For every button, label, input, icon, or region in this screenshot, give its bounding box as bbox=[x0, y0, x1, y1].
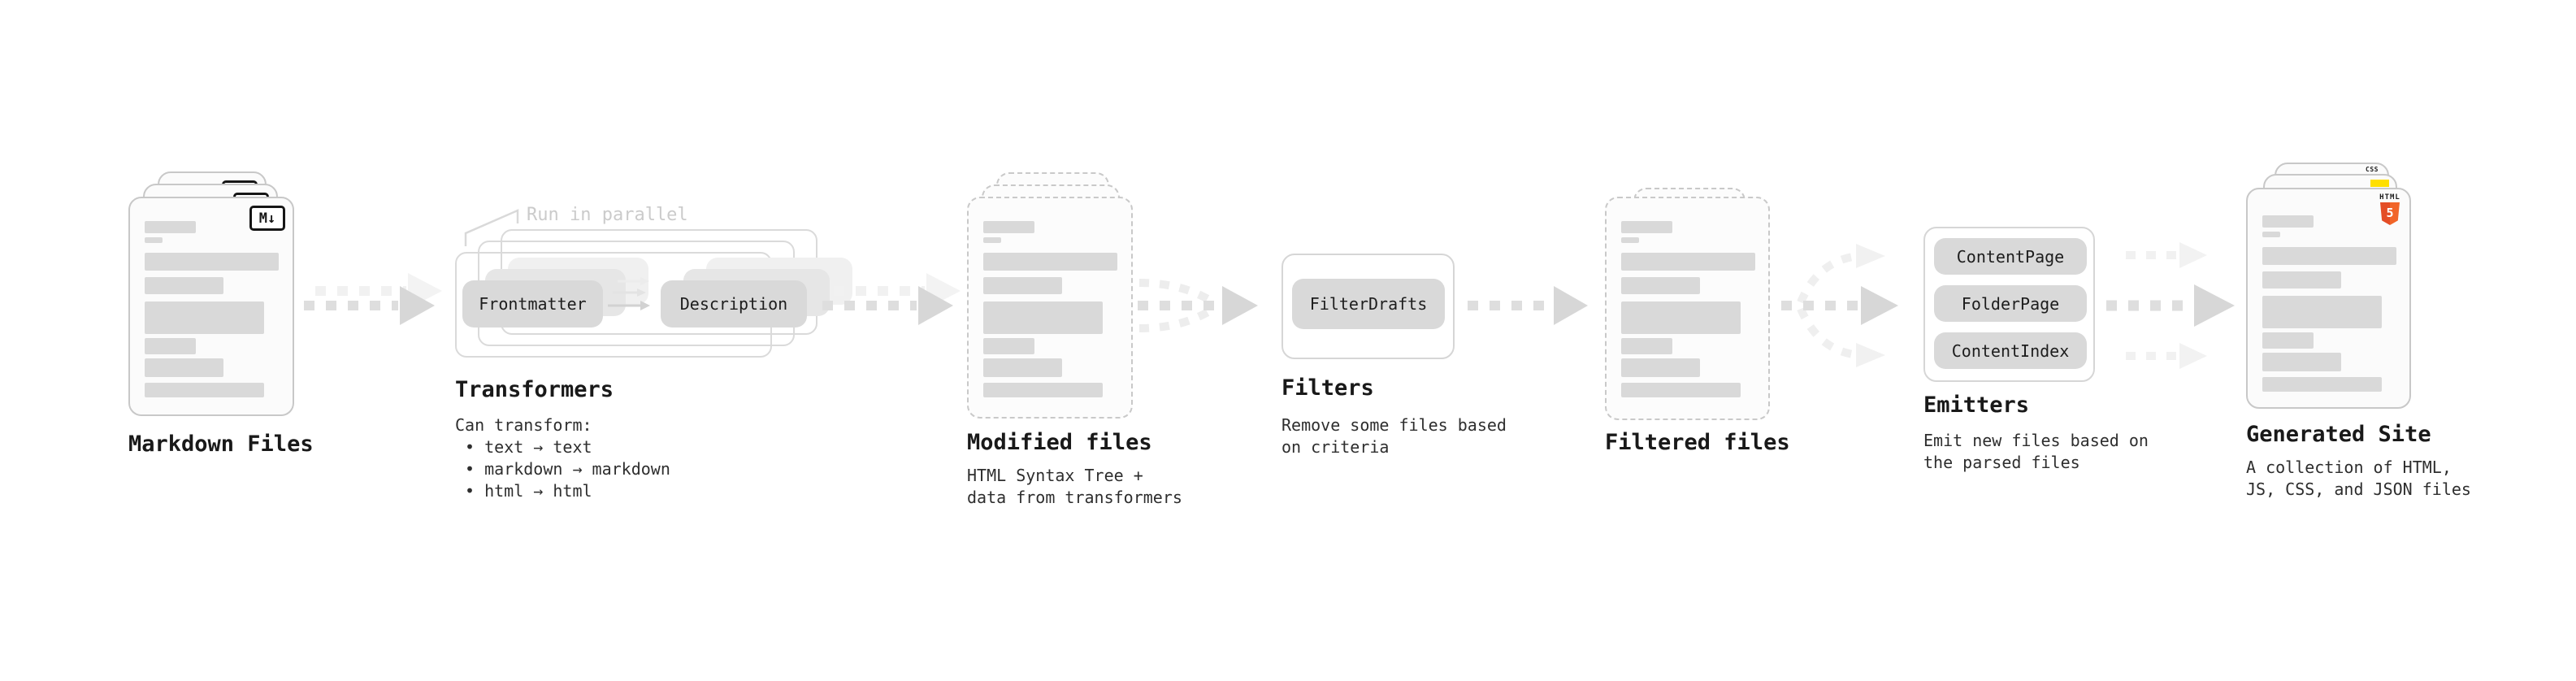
placeholder-bar bbox=[1621, 253, 1755, 271]
frontmatter-pill-label: Frontmatter bbox=[479, 294, 587, 314]
desc-line: data from transformers bbox=[967, 488, 1182, 507]
placeholder-bar bbox=[983, 301, 1103, 334]
placeholder-bar bbox=[145, 338, 196, 354]
markdown-icon-label: M↓ bbox=[258, 210, 276, 227]
placeholder-bar bbox=[1621, 338, 1672, 354]
emitters-description: Emit new files based on the parsed files bbox=[1923, 430, 2149, 474]
dashed-arrow-parallel-icon bbox=[2106, 242, 2235, 369]
stage-title-markdown-files: Markdown Files bbox=[128, 432, 314, 457]
filtered-file-card-front bbox=[1605, 197, 1770, 420]
placeholder-bar bbox=[2262, 271, 2341, 288]
content-index-pill-label: ContentIndex bbox=[1951, 340, 2070, 361]
placeholder-bar bbox=[1621, 358, 1700, 377]
dashed-arrow-double-icon bbox=[822, 273, 961, 325]
html5-icon-label: HTML bbox=[2379, 193, 2400, 202]
content-index-pill: ContentIndex bbox=[1934, 332, 2087, 369]
description-pill: Description bbox=[661, 280, 807, 327]
stage-title-generated-site: Generated Site bbox=[2246, 422, 2431, 447]
placeholder-bar bbox=[983, 253, 1117, 271]
placeholder-bar bbox=[983, 358, 1062, 377]
stage-title-modified-files: Modified files bbox=[967, 430, 1152, 455]
placeholder-bar bbox=[2262, 215, 2314, 228]
pill-flow-arrows-icon bbox=[608, 277, 650, 310]
placeholder-bar bbox=[145, 237, 163, 243]
placeholder-bar bbox=[145, 221, 196, 233]
dashed-arrow-double-icon bbox=[304, 273, 442, 325]
text-placeholder-bars bbox=[1621, 221, 1755, 397]
markdown-icon: M↓ bbox=[249, 206, 285, 231]
dashed-arrow-converge-icon bbox=[1138, 279, 1258, 332]
placeholder-bar bbox=[1621, 301, 1741, 334]
placeholder-bar bbox=[2262, 232, 2280, 237]
placeholder-bar bbox=[2262, 247, 2396, 265]
dashed-arrow-icon bbox=[1468, 286, 1588, 325]
css-icon-label: CSS bbox=[2366, 166, 2379, 173]
html5-shield-icon: 5 bbox=[2380, 202, 2400, 225]
desc-line: HTML Syntax Tree + bbox=[967, 466, 1143, 485]
text-placeholder-bars bbox=[2262, 215, 2396, 392]
dashed-arrow-diverge-icon bbox=[1781, 244, 1898, 367]
placeholder-bar bbox=[2262, 353, 2341, 371]
desc-line: • text → text bbox=[465, 437, 592, 457]
desc-line: the parsed files bbox=[1923, 453, 2080, 472]
placeholder-bar bbox=[2262, 332, 2314, 349]
placeholder-bar bbox=[1621, 383, 1741, 397]
folder-page-pill-label: FolderPage bbox=[1961, 293, 2060, 314]
stage-title-emitters: Emitters bbox=[1923, 393, 2030, 418]
text-placeholder-bars bbox=[983, 221, 1117, 397]
desc-line: Can transform: bbox=[455, 415, 592, 435]
filter-drafts-pill-label: FilterDrafts bbox=[1309, 294, 1428, 314]
desc-line: Remove some files based bbox=[1281, 415, 1507, 435]
stage-title-filtered-files: Filtered files bbox=[1605, 430, 1790, 455]
content-page-pill: ContentPage bbox=[1934, 238, 2087, 275]
placeholder-bar bbox=[983, 383, 1103, 397]
description-pill-label: Description bbox=[679, 294, 788, 314]
markdown-file-card-front: M↓ bbox=[128, 197, 294, 416]
generated-file-card-html: HTML 5 bbox=[2246, 188, 2411, 409]
placeholder-bar bbox=[145, 277, 223, 294]
filter-drafts-pill: FilterDrafts bbox=[1292, 279, 1445, 329]
placeholder-bar bbox=[1621, 277, 1700, 294]
transformers-description: Can transform: • text → text • markdown … bbox=[455, 414, 670, 502]
placeholder-bar bbox=[145, 358, 223, 377]
html5-icon: HTML 5 bbox=[2379, 194, 2400, 225]
placeholder-bar bbox=[145, 301, 264, 334]
placeholder-bar bbox=[983, 277, 1062, 294]
folder-page-pill: FolderPage bbox=[1934, 285, 2087, 322]
generated-site-description: A collection of HTML, JS, CSS, and JSON … bbox=[2246, 457, 2471, 501]
desc-line: JS, CSS, and JSON files bbox=[2246, 479, 2471, 499]
callout-leader-line-icon bbox=[464, 209, 519, 246]
placeholder-bar bbox=[145, 383, 264, 397]
placeholder-bar bbox=[2262, 296, 2382, 328]
javascript-icon bbox=[2370, 180, 2389, 187]
filters-description: Remove some files based on criteria bbox=[1281, 414, 1507, 458]
desc-line: • markdown → markdown bbox=[465, 459, 670, 479]
modified-file-card-front bbox=[967, 197, 1133, 419]
placeholder-bar bbox=[983, 338, 1034, 354]
placeholder-bar bbox=[1621, 237, 1639, 243]
stage-title-transformers: Transformers bbox=[455, 377, 614, 402]
placeholder-bar bbox=[1621, 221, 1672, 233]
desc-line: • html → html bbox=[465, 481, 592, 501]
desc-line: on criteria bbox=[1281, 437, 1390, 457]
text-placeholder-bars bbox=[145, 221, 279, 397]
frontmatter-pill: Frontmatter bbox=[462, 280, 603, 327]
placeholder-bar bbox=[2262, 377, 2382, 392]
modified-files-description: HTML Syntax Tree + data from transformer… bbox=[967, 465, 1182, 509]
placeholder-bar bbox=[983, 237, 1001, 243]
placeholder-bar bbox=[983, 221, 1034, 233]
placeholder-bar bbox=[145, 253, 279, 271]
run-in-parallel-note: Run in parallel bbox=[527, 205, 688, 225]
desc-line: Emit new files based on bbox=[1923, 431, 2149, 450]
html5-shield-number: 5 bbox=[2386, 206, 2394, 220]
content-page-pill-label: ContentPage bbox=[1956, 246, 2065, 267]
stage-title-filters: Filters bbox=[1281, 375, 1374, 401]
desc-line: A collection of HTML, bbox=[2246, 458, 2452, 477]
